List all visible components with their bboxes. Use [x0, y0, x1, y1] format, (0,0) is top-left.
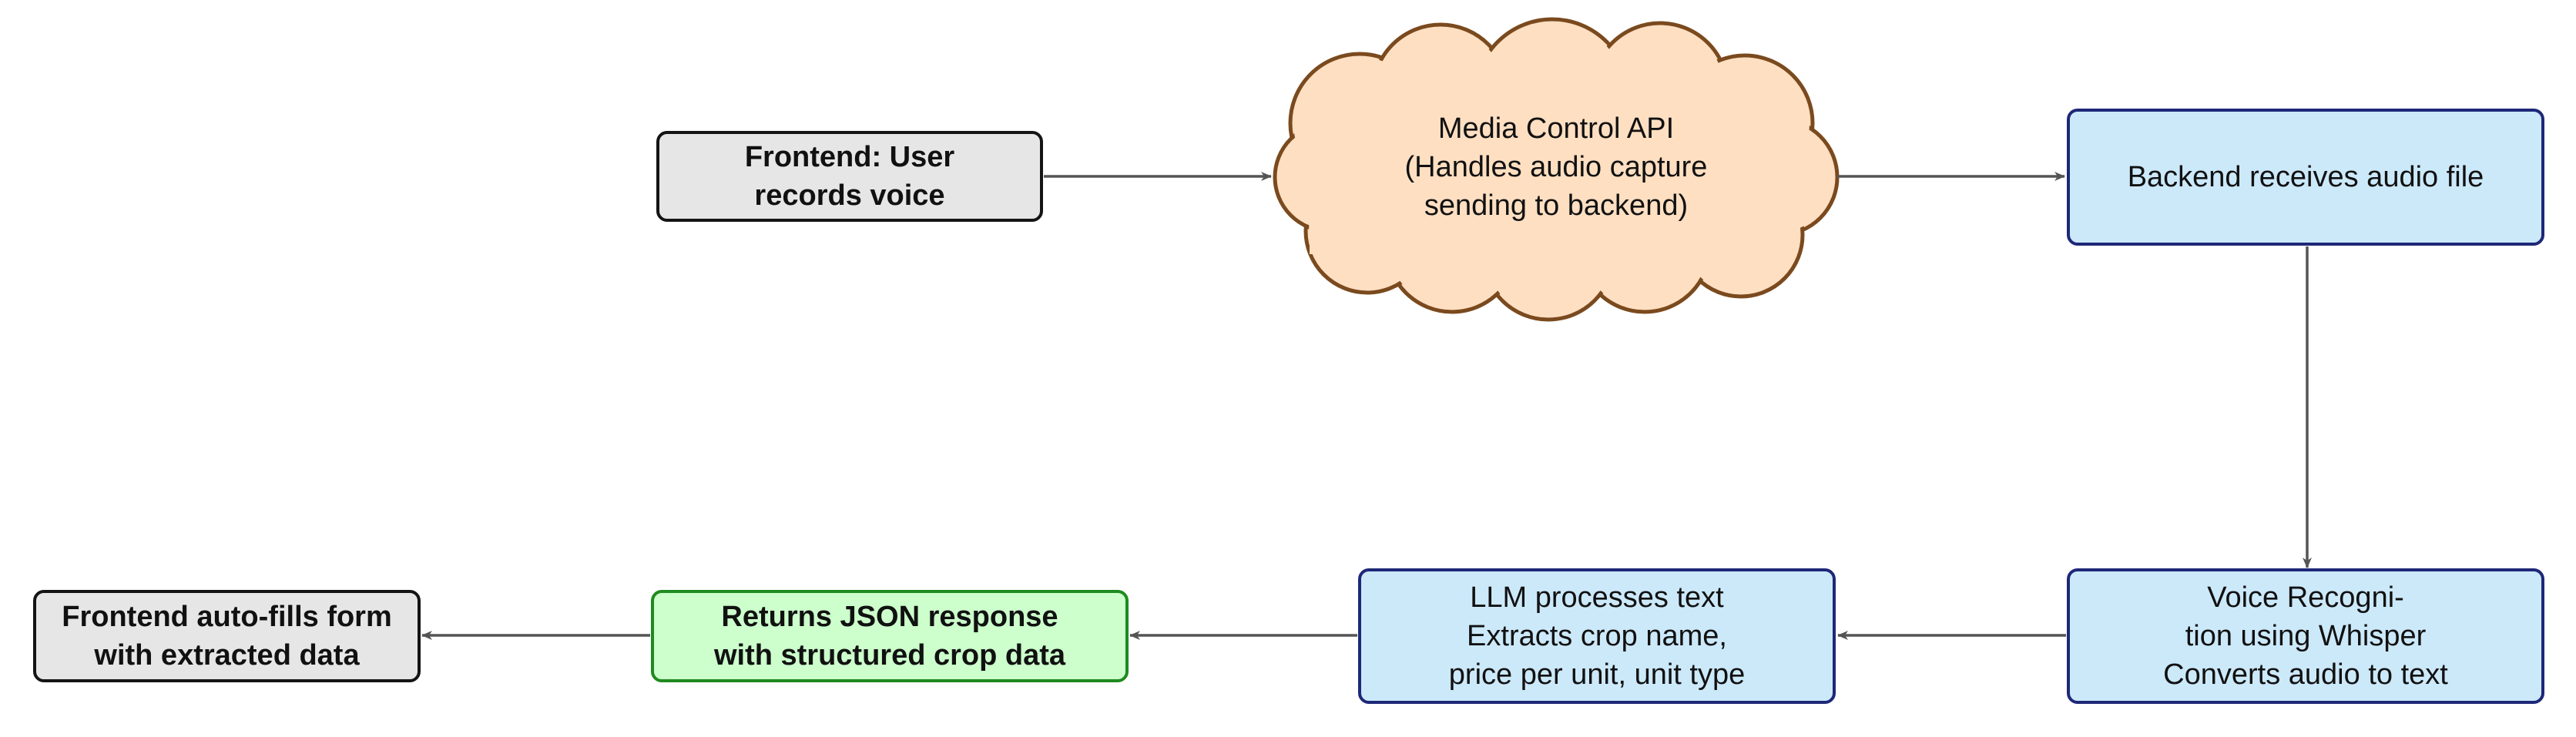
- voice-recognition-line-2: tion using Whisper: [2185, 620, 2427, 652]
- llm-process-node: LLM processes text Extracts crop name, p…: [1358, 568, 1836, 704]
- media-api-line-1: Media Control API: [1437, 112, 1675, 145]
- media-api-line-2: (Handles audio capture: [1404, 151, 1708, 183]
- voice-recognition-line-1: Voice Recogni-: [2207, 581, 2404, 614]
- media-api-label: Media Control API (Handles audio capture…: [1263, 109, 1849, 225]
- frontend-autofill-node: Frontend auto-fills form with extracted …: [33, 590, 421, 682]
- frontend-autofill-line-2: with extracted data: [94, 639, 360, 672]
- frontend-record-line-2: records voice: [754, 179, 945, 212]
- media-api-cloud: [1273, 17, 1840, 322]
- json-response-line-1: Returns JSON response: [721, 601, 1058, 633]
- llm-process-line-2: Extracts crop name,: [1467, 620, 1727, 652]
- voice-recognition-line-3: Converts audio to text: [2163, 658, 2448, 691]
- frontend-record-line-1: Frontend: User: [744, 141, 955, 173]
- json-response-node: Returns JSON response with structured cr…: [651, 590, 1129, 682]
- json-response-line-2: with structured crop data: [713, 639, 1066, 672]
- frontend-autofill-line-1: Frontend auto-fills form: [62, 601, 392, 633]
- llm-process-line-3: price per unit, unit type: [1448, 658, 1746, 691]
- backend-receive-line-1: Backend receives audio file: [2127, 161, 2484, 193]
- media-api-line-3: sending to backend): [1424, 189, 1689, 222]
- backend-receive-node: Backend receives audio file: [2067, 109, 2544, 246]
- llm-process-line-1: LLM processes text: [1470, 581, 1724, 614]
- frontend-record-node: Frontend: User records voice: [656, 131, 1043, 222]
- voice-recognition-node: Voice Recogni- tion using Whisper Conver…: [2067, 568, 2544, 704]
